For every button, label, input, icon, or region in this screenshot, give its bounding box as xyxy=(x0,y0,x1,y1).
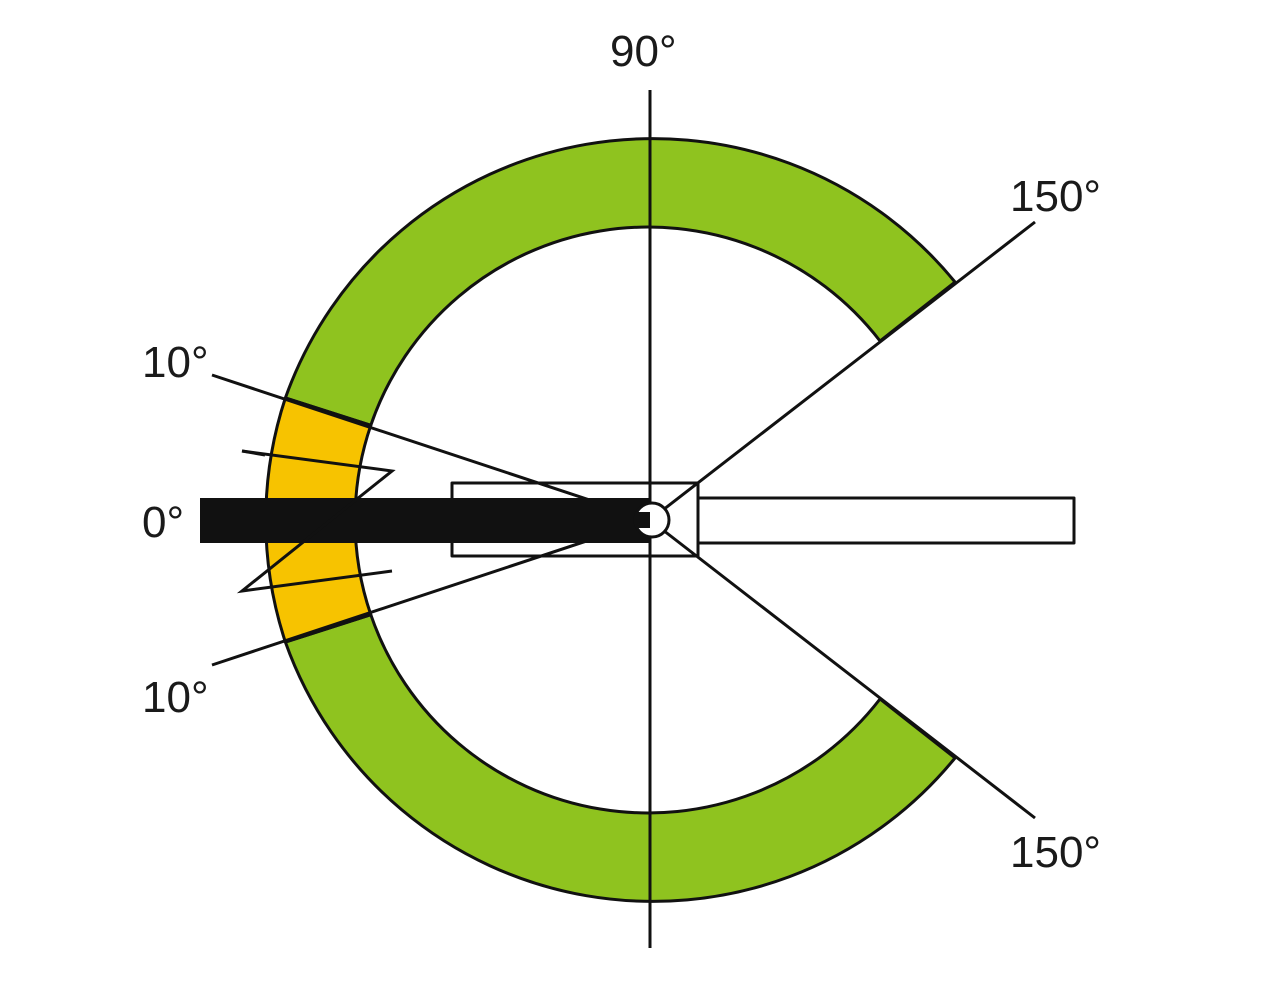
fixed-arm xyxy=(696,496,1076,545)
label-90-degrees: 90° xyxy=(610,27,677,76)
label-10-degrees-upper: 10° xyxy=(142,338,209,387)
guide-line-150-upper xyxy=(649,220,1036,522)
allowed-zone-upper xyxy=(283,137,957,427)
pivot-icon xyxy=(633,501,671,539)
guide-line-10-upper xyxy=(211,373,651,522)
spring-symbol-back xyxy=(241,449,266,457)
pivot-notch xyxy=(636,512,650,528)
guide-line-150-lower xyxy=(649,518,1036,820)
label-0-degrees: 0° xyxy=(142,498,184,547)
label-10-degrees-lower: 10° xyxy=(142,673,209,722)
label-150-degrees-upper: 150° xyxy=(1010,172,1101,221)
rotating-bar xyxy=(200,498,650,543)
spring-symbol xyxy=(236,449,396,594)
guide-line-10-lower xyxy=(211,518,651,667)
allowed-zone-lower xyxy=(283,613,957,903)
label-150-degrees-lower: 150° xyxy=(1010,828,1101,877)
